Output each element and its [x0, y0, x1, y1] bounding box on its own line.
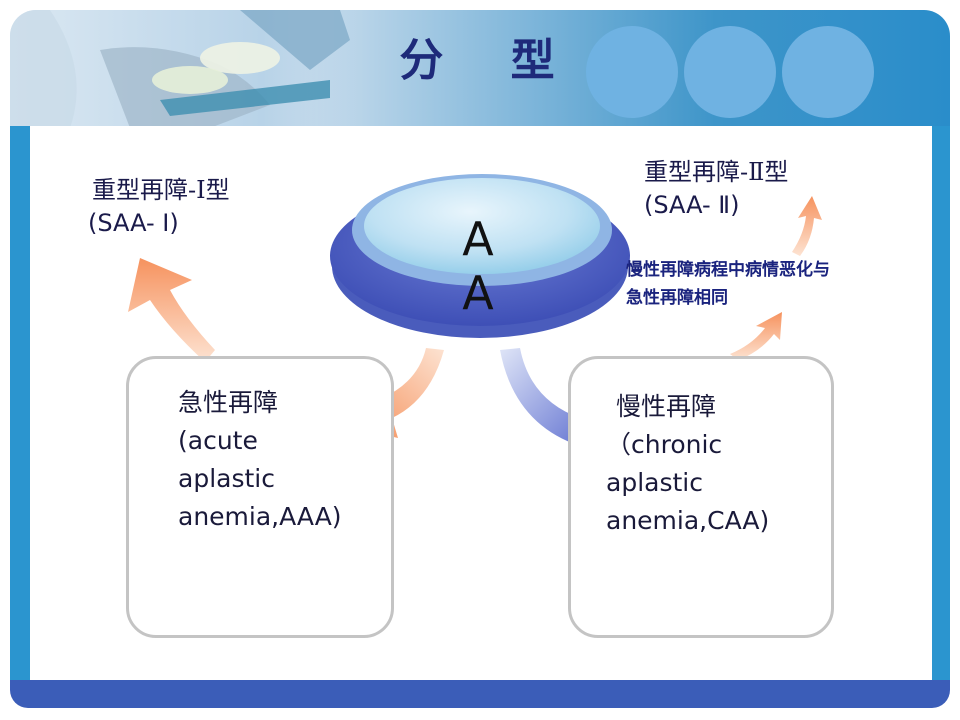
center-aa-label: A A [450, 212, 506, 320]
frame-right-border [932, 126, 950, 682]
chronic-title: 慢性再障 [616, 392, 717, 421]
aa-ellipse [330, 174, 630, 338]
frame-left-border [10, 126, 30, 682]
saa1-en: (SAA- Ⅰ) [88, 209, 179, 237]
acute-en-line: (acute [178, 426, 258, 455]
chronic-box-text: 慢性再障 （chronic aplastic anemia,CAA) [606, 388, 769, 540]
acute-box [126, 356, 394, 638]
decor-circle [586, 26, 678, 118]
chronic-box [568, 356, 834, 638]
slide-title: 分 型 [399, 35, 581, 86]
acute-title: 急性再障 [178, 388, 279, 417]
center-letter-2: A [462, 266, 494, 320]
decor-circle [782, 26, 874, 118]
surgery-photo-image [10, 10, 370, 128]
arrow-up-left-icon [128, 258, 215, 362]
arrow-up-right-icon [730, 312, 782, 360]
chronic-en-line: anemia,CAA) [606, 506, 770, 535]
frame-bottom-bar [10, 680, 950, 708]
arrow-up-right-top-icon [792, 196, 822, 256]
saa2-en: (SAA- Ⅱ) [644, 191, 740, 219]
chronic-en-line: （chronic [606, 430, 723, 459]
saa2-cn: 重型再障-Ⅱ型 [644, 158, 789, 186]
note-line: 慢性再障病程中病情恶化与 [626, 260, 830, 280]
note-line: 急性再障相同 [626, 288, 728, 308]
decor-circle [684, 26, 776, 118]
acute-box-text: 急性再障 (acute aplastic anemia,AAA) [178, 384, 342, 536]
center-letter-1: A [462, 212, 494, 266]
saa1-cn: 重型再障-Ⅰ型 [92, 176, 230, 204]
chronic-en-line: aplastic [606, 468, 703, 497]
acute-en-line: anemia,AAA) [178, 502, 342, 531]
chronic-worsening-note: 慢性再障病程中病情恶化与 急性再障相同 [626, 256, 926, 312]
acute-en-line: aplastic [178, 464, 275, 493]
saa1-label: 重型再障-Ⅰ型 (SAA- Ⅰ) [88, 170, 230, 237]
saa2-label: 重型再障-Ⅱ型 (SAA- Ⅱ) [644, 152, 788, 219]
header-banner [10, 10, 950, 128]
